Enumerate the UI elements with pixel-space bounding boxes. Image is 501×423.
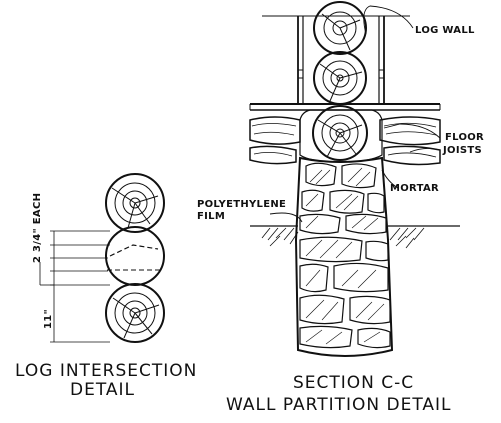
joists-label: JOISTS — [442, 145, 482, 156]
section-caption-line2: WALL PARTITION DETAIL — [226, 395, 452, 415]
leader-lines — [269, 5, 441, 223]
floor-joist-left — [249, 116, 301, 165]
section-c-c-detail: LOG WALL FLOOR JOISTS MORTAR POLYETHYLEN… — [197, 1, 484, 415]
dimension-lines — [39, 230, 110, 343]
middle-log-crossing — [105, 226, 165, 286]
section-caption-line1: SECTION C-C — [293, 373, 414, 393]
bottom-log-end-grain — [105, 283, 165, 343]
intersection-caption-line1: LOG INTERSECTION — [15, 361, 197, 381]
polyethylene-label: POLYETHYLENE — [197, 199, 286, 210]
dim-spacing-label: 2 3/4" EACH — [32, 193, 43, 263]
log-wall-logs — [299, 1, 383, 163]
log-intersection-detail: 2 3/4" EACH 11" LOG INTERSECTION DETAIL — [15, 173, 197, 400]
dim-total-label: 11" — [43, 309, 54, 329]
top-log-end-grain — [105, 173, 165, 233]
log-bottom — [312, 105, 368, 161]
mortar-label: MORTAR — [390, 183, 439, 194]
film-label: FILM — [197, 211, 225, 222]
log-wall-label: LOG WALL — [415, 25, 475, 36]
wall-planks — [262, 15, 410, 104]
log-middle — [313, 51, 367, 105]
log-top — [313, 1, 367, 55]
floor-joist-right — [379, 116, 441, 166]
floor-label: FLOOR — [445, 132, 484, 143]
ground-line — [250, 225, 460, 249]
stone-foundation — [294, 156, 394, 357]
intersection-caption-line2: DETAIL — [70, 380, 135, 400]
